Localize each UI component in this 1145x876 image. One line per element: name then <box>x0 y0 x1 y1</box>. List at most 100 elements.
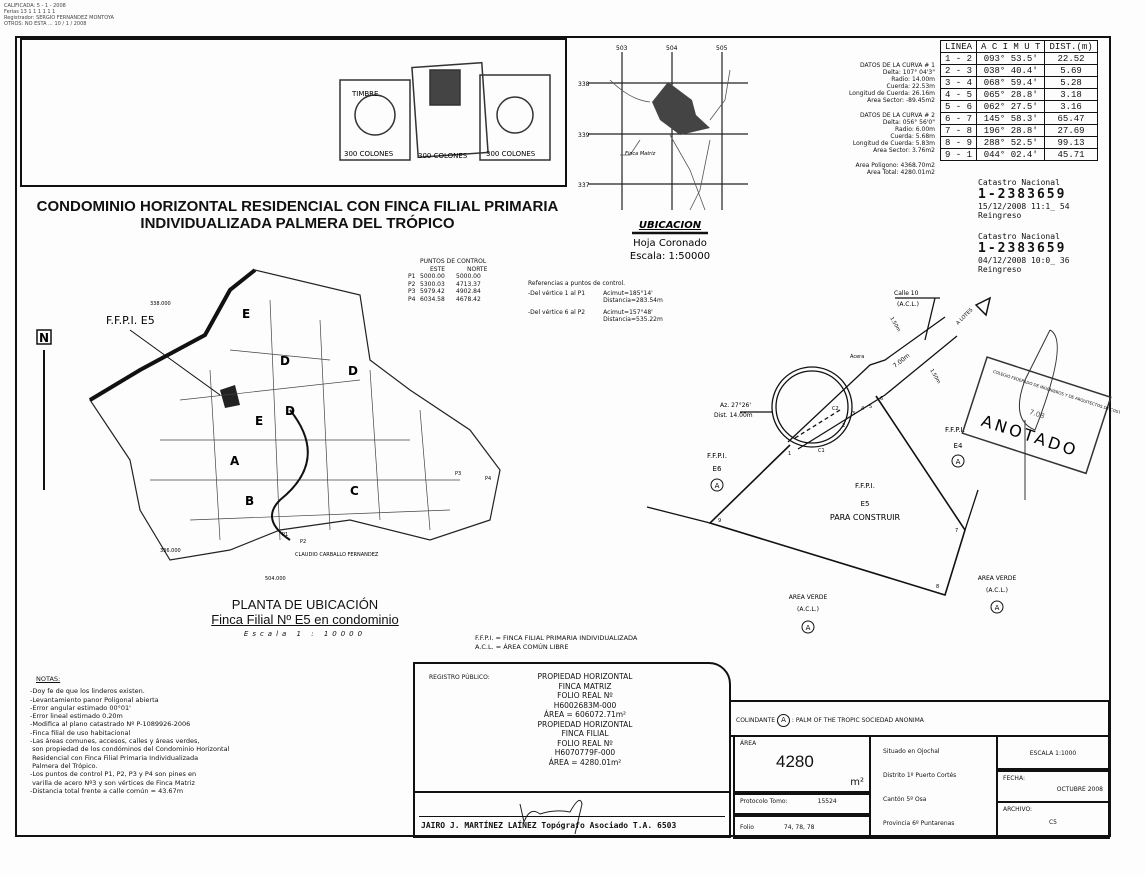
surveyor-name: JAIRO J. MARTÍNEZ LAÍNEZ Topógrafo Asoci… <box>421 821 677 830</box>
curve-title: DATOS DE LA CURVA # 1 <box>860 62 935 69</box>
bearing-cell: 062° 27.5' <box>976 100 1046 113</box>
bearing-cell: 45.71 <box>1044 148 1098 161</box>
control-point: P2 <box>300 539 306 545</box>
colindante-mark: A <box>995 604 1000 612</box>
references-title: Referencias a puntos de control. <box>528 280 626 287</box>
bearing-cell: 65.47 <box>1044 112 1098 125</box>
file-value: C5 <box>1048 819 1057 826</box>
registry-line: H6070779F-000 <box>554 748 616 757</box>
anotado-stamp: COLEGIO FEDERADO DE INGENIEROS Y DE ARQU… <box>961 356 1120 475</box>
caption-subtitle: Finca Filial Nº E5 en condominio <box>211 612 399 627</box>
bearing-cell: 5 - 6 <box>939 100 978 113</box>
control-point-cell: P2 <box>408 280 416 288</box>
col-header: ESTE <box>430 265 446 273</box>
street-label: Calle 10 <box>894 290 919 297</box>
bearing-cell: 093° 53.5' <box>976 52 1046 65</box>
lot-letter: A <box>230 454 240 468</box>
area-cell: ÁREA 4280 m² <box>733 735 871 793</box>
col-header: LINEA <box>939 40 978 53</box>
protocolo-label: Protocolo Tomo: <box>740 798 788 805</box>
curve-line: Area Sector: 3.76m2 <box>873 147 935 154</box>
reference-distance: Distancia=283.54m <box>603 297 663 304</box>
file-cell: ARCHIVO: C5 <box>996 801 1110 839</box>
acera-label: Acera <box>850 354 864 360</box>
colindante-mark: A <box>806 624 811 632</box>
header-line: Registrador: SERGIO FERNANDEZ MONTOYA <box>4 15 114 21</box>
coord-label: 338.000 <box>150 301 171 307</box>
bearing-cell: 044° 02.4' <box>976 148 1046 161</box>
grid-label: 338 <box>578 81 590 88</box>
reference-from: -Del vértice 1 al P1 <box>528 289 586 297</box>
vertex-label: 8 <box>936 584 939 590</box>
ffpi-e6: F.F.P.I. <box>707 452 727 460</box>
bearing-cell: 99.13 <box>1044 136 1098 149</box>
lot-drawing: Calle 10 (A.C.L.) A LOTES Acera 7.00m 1.… <box>646 290 1120 634</box>
curve-data: DATOS DE LA CURVA # 1 Delta: 107° 04'3" … <box>770 62 935 176</box>
signature-mark <box>1018 329 1058 500</box>
bearing-cell: 7 - 8 <box>939 124 978 137</box>
finca-area <box>652 82 710 135</box>
catastro-status: Reingreso <box>978 265 1022 274</box>
site-plan-caption: PLANTA DE UBICACIÓN Finca Filial Nº E5 e… <box>190 597 420 638</box>
note-item: -Doy fe de que los linderos existen. <box>30 687 145 696</box>
curve-title: DATOS DE LA CURVA # 2 <box>860 112 935 119</box>
file-label: ARCHIVO: <box>1003 806 1033 813</box>
fiscal-stamps: TIMBRE 300 COLONES 300 COLONES 300 COLON… <box>339 61 551 161</box>
map-scale: Escala: 1:50000 <box>630 251 710 262</box>
area-value: 4280 <box>776 752 814 771</box>
location-line: Cantón 5º Osa <box>883 796 927 803</box>
date-cell: FECHA:OCTUBRE 2008 <box>996 770 1110 803</box>
title-line-1: CONDOMINIO HORIZONTAL RESIDENCIAL CON FI… <box>36 198 559 215</box>
curve-line: Area Sector: -89.45m2 <box>867 97 935 104</box>
stamp-value: 300 COLONES <box>344 150 394 158</box>
catastro-datetime: 04/12/2008 10:0_ 36 <box>978 256 1070 265</box>
place-label: Finca Matriz <box>625 151 656 157</box>
legend-item: A.C.L. = ÁREA COMÚN LIBRE <box>475 643 569 651</box>
map-sheet: Hoja Coronado <box>633 238 707 249</box>
location-cell: Situado en Ojochal Distrito 1º Puerto Co… <box>869 735 998 839</box>
registry-line: PROPIEDAD HORIZONTAL <box>537 719 633 729</box>
stamp-word: ANOTADO <box>979 411 1081 460</box>
vertex-label: 1 <box>788 451 791 457</box>
curve-line: Delta: 107° 04'3" <box>882 69 935 76</box>
bearing-cell: 4 - 5 <box>939 88 978 101</box>
note-item: -Error lineal estimado 0.20m <box>30 712 123 721</box>
note-item: Residencial con Finca Filial Primaria In… <box>30 753 199 762</box>
protocolo-cell: Protocolo Tomo: 15524 <box>733 793 871 815</box>
lot-letter: B <box>245 494 254 508</box>
bearing-cell: 9 - 1 <box>939 148 978 161</box>
bearing-cell: 8 - 9 <box>939 136 978 149</box>
colindante-mark: A <box>956 458 961 466</box>
registry-line: FOLIO REAL Nº <box>557 738 613 748</box>
vertex-label: 2 <box>842 423 845 429</box>
vertex-label: 5 <box>869 404 872 410</box>
bearing-cell: 068° 59.4' <box>976 76 1046 89</box>
folio-label: Folio <box>740 824 754 831</box>
reference-azimuth: Acimut=185°14' <box>603 289 653 297</box>
folio-value: 74, 78, 78 <box>783 824 815 831</box>
caption-title: PLANTA DE UBICACIÓN <box>231 597 379 612</box>
bearing-cell: 1 - 2 <box>939 52 978 65</box>
colindante-mark: A <box>715 482 720 490</box>
north-arrow-label: N <box>39 331 49 345</box>
protocolo-value: 15524 <box>817 798 837 805</box>
registry-label: REGISTRO PÚBLICO: <box>429 674 490 681</box>
grid-label: 504 <box>666 45 678 52</box>
surveyor-signature <box>519 799 583 834</box>
note-item: son propiedad de los condóminos del Cond… <box>30 745 230 754</box>
vertex-label: 9 <box>718 518 721 524</box>
catastro-label: Catastro Nacional <box>978 178 1060 187</box>
stamp-1 <box>339 79 411 161</box>
bearing-cell: 3.16 <box>1044 100 1098 113</box>
ffpi-e6: E6 <box>713 465 722 473</box>
stamps-box <box>20 38 567 187</box>
